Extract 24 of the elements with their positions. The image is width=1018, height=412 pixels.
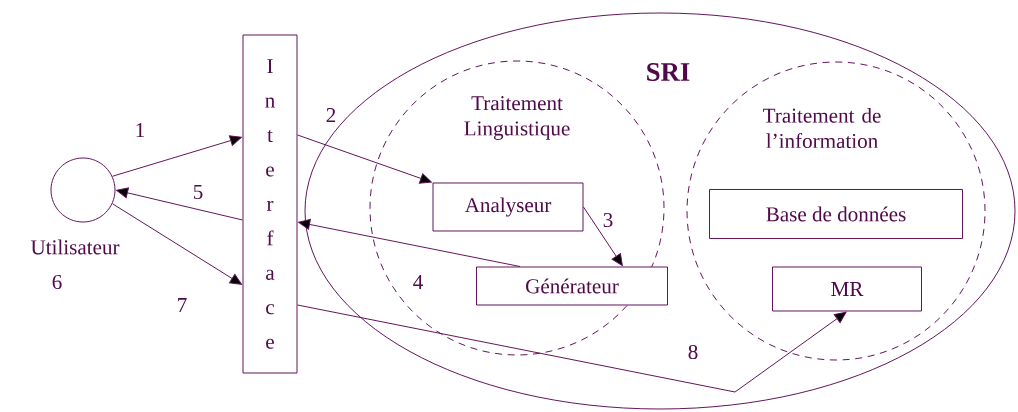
component-box: Base de données (709, 189, 963, 239)
heading: Traitement Linguistique (464, 96, 570, 140)
user-label: Utilisateur (30, 239, 120, 255)
arrow (111, 135, 242, 177)
heading: SRI (647, 63, 690, 81)
edge-label: 1 (133, 121, 147, 139)
heading: Traitement de l’information (763, 107, 881, 149)
edge-label: 3 (601, 211, 615, 229)
edge-label: 2 (324, 106, 338, 124)
arrow (298, 219, 521, 267)
edge-label: 4 (411, 273, 425, 291)
step-number: 6 (52, 274, 62, 290)
component-box: Analyseur (432, 182, 584, 232)
edge-label: 7 (175, 296, 189, 314)
arrow (583, 206, 623, 266)
component-box: Générateur (476, 266, 668, 306)
arrow (297, 304, 847, 393)
edge-label: 5 (191, 183, 205, 201)
arrow (111, 203, 242, 285)
interface-box: Interface (242, 34, 298, 374)
arrow (297, 134, 432, 184)
component-box: MR (772, 266, 922, 312)
edge-label: 8 (686, 343, 700, 361)
arrow (116, 187, 243, 221)
